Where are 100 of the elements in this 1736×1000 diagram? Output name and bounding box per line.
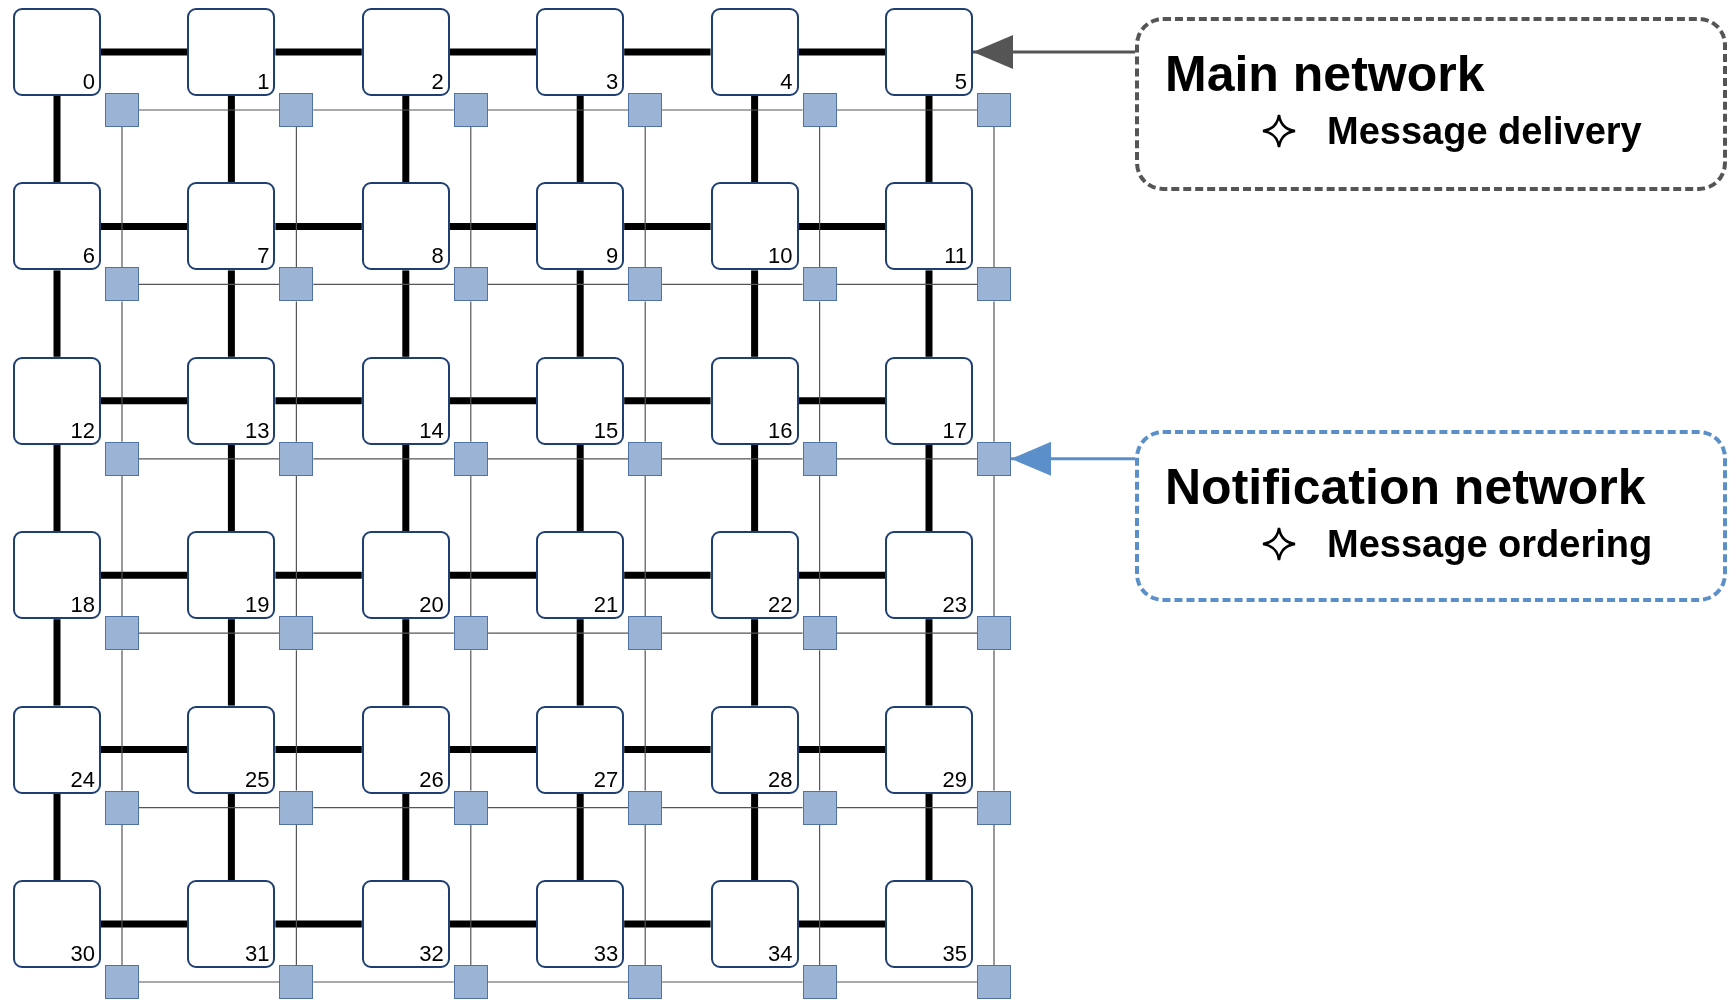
link-line xyxy=(624,48,711,56)
link-line xyxy=(138,458,280,460)
switch-square xyxy=(802,616,837,651)
callout-box xyxy=(1135,17,1727,191)
link-line xyxy=(487,109,629,111)
link-line xyxy=(798,920,885,928)
link-line xyxy=(275,397,362,405)
link-line xyxy=(470,300,472,443)
router-box xyxy=(361,705,450,794)
router-number: 31 xyxy=(244,942,270,966)
link-line xyxy=(836,807,978,809)
switch-square xyxy=(453,267,488,302)
link-line xyxy=(925,444,933,532)
router-box xyxy=(536,356,625,445)
router-box xyxy=(361,182,450,271)
link-line xyxy=(138,283,280,285)
switch-square xyxy=(105,965,139,999)
router-number: 27 xyxy=(593,767,619,792)
switch-square xyxy=(802,267,837,302)
switch-square xyxy=(977,441,1011,476)
link-line xyxy=(295,649,297,792)
link-line xyxy=(121,475,123,617)
link-line xyxy=(402,619,410,706)
link-line xyxy=(576,793,584,880)
router-box xyxy=(885,182,973,271)
link-line xyxy=(402,96,410,183)
router-box xyxy=(536,182,625,271)
link-line xyxy=(227,270,235,357)
router-number: 35 xyxy=(942,942,967,966)
link-line xyxy=(121,300,123,443)
router-box xyxy=(13,531,101,620)
link-line xyxy=(449,397,537,405)
router-number: 3 xyxy=(605,70,619,94)
link-line xyxy=(624,222,711,230)
router-box xyxy=(13,705,101,794)
router-number: 7 xyxy=(257,244,270,269)
link-line xyxy=(819,824,821,966)
link-line xyxy=(138,632,280,634)
router-box xyxy=(187,356,276,445)
switch-square xyxy=(105,441,139,476)
link-line xyxy=(798,397,885,405)
link-line xyxy=(101,920,188,928)
router-box xyxy=(710,705,799,794)
link-line xyxy=(295,475,297,617)
link-line xyxy=(275,48,362,56)
link-line xyxy=(751,793,759,880)
link-line xyxy=(295,126,297,268)
router-number: 14 xyxy=(419,418,444,443)
router-number: 9 xyxy=(605,244,619,269)
switch-square xyxy=(279,790,314,825)
router-box xyxy=(710,880,799,968)
router-box xyxy=(885,531,973,620)
switch-square xyxy=(279,441,314,476)
link-line xyxy=(275,920,362,928)
link-line xyxy=(53,793,61,880)
switch-square xyxy=(105,616,139,651)
switch-square xyxy=(279,93,314,127)
link-line xyxy=(661,109,804,111)
link-line xyxy=(101,746,188,754)
link-line xyxy=(925,96,933,183)
switch-square xyxy=(453,93,488,127)
link-line xyxy=(819,126,821,268)
link-line xyxy=(661,632,804,634)
router-number: 23 xyxy=(942,593,967,618)
link-line xyxy=(819,300,821,443)
link-line xyxy=(449,746,537,754)
router-number: 32 xyxy=(419,942,444,966)
router-number: 16 xyxy=(768,418,793,443)
router-box xyxy=(536,531,625,620)
link-line xyxy=(644,126,646,268)
switch-square xyxy=(977,965,1011,999)
link-line xyxy=(402,793,410,880)
router-number: 4 xyxy=(780,70,793,94)
switch-square xyxy=(802,965,837,999)
link-line xyxy=(576,270,584,357)
link-line xyxy=(819,649,821,792)
link-line xyxy=(227,444,235,532)
link-line xyxy=(101,222,188,230)
link-line xyxy=(576,96,584,183)
router-box xyxy=(361,880,450,968)
link-line xyxy=(449,222,537,230)
link-line xyxy=(487,458,629,460)
switch-square xyxy=(105,790,139,825)
link-line xyxy=(576,444,584,532)
link-line xyxy=(836,458,978,460)
switch-square xyxy=(628,267,663,302)
link-line xyxy=(295,300,297,443)
router-number: 15 xyxy=(593,418,619,443)
link-line xyxy=(661,283,804,285)
link-line xyxy=(798,48,885,56)
switch-square xyxy=(802,93,837,127)
switch-square xyxy=(453,790,488,825)
router-box xyxy=(536,8,625,96)
switch-square xyxy=(628,965,663,999)
link-line xyxy=(121,824,123,966)
callout-box xyxy=(1135,430,1727,602)
link-line xyxy=(798,746,885,754)
link-line xyxy=(275,571,362,579)
link-line xyxy=(53,96,61,183)
router-number: 10 xyxy=(768,244,793,269)
